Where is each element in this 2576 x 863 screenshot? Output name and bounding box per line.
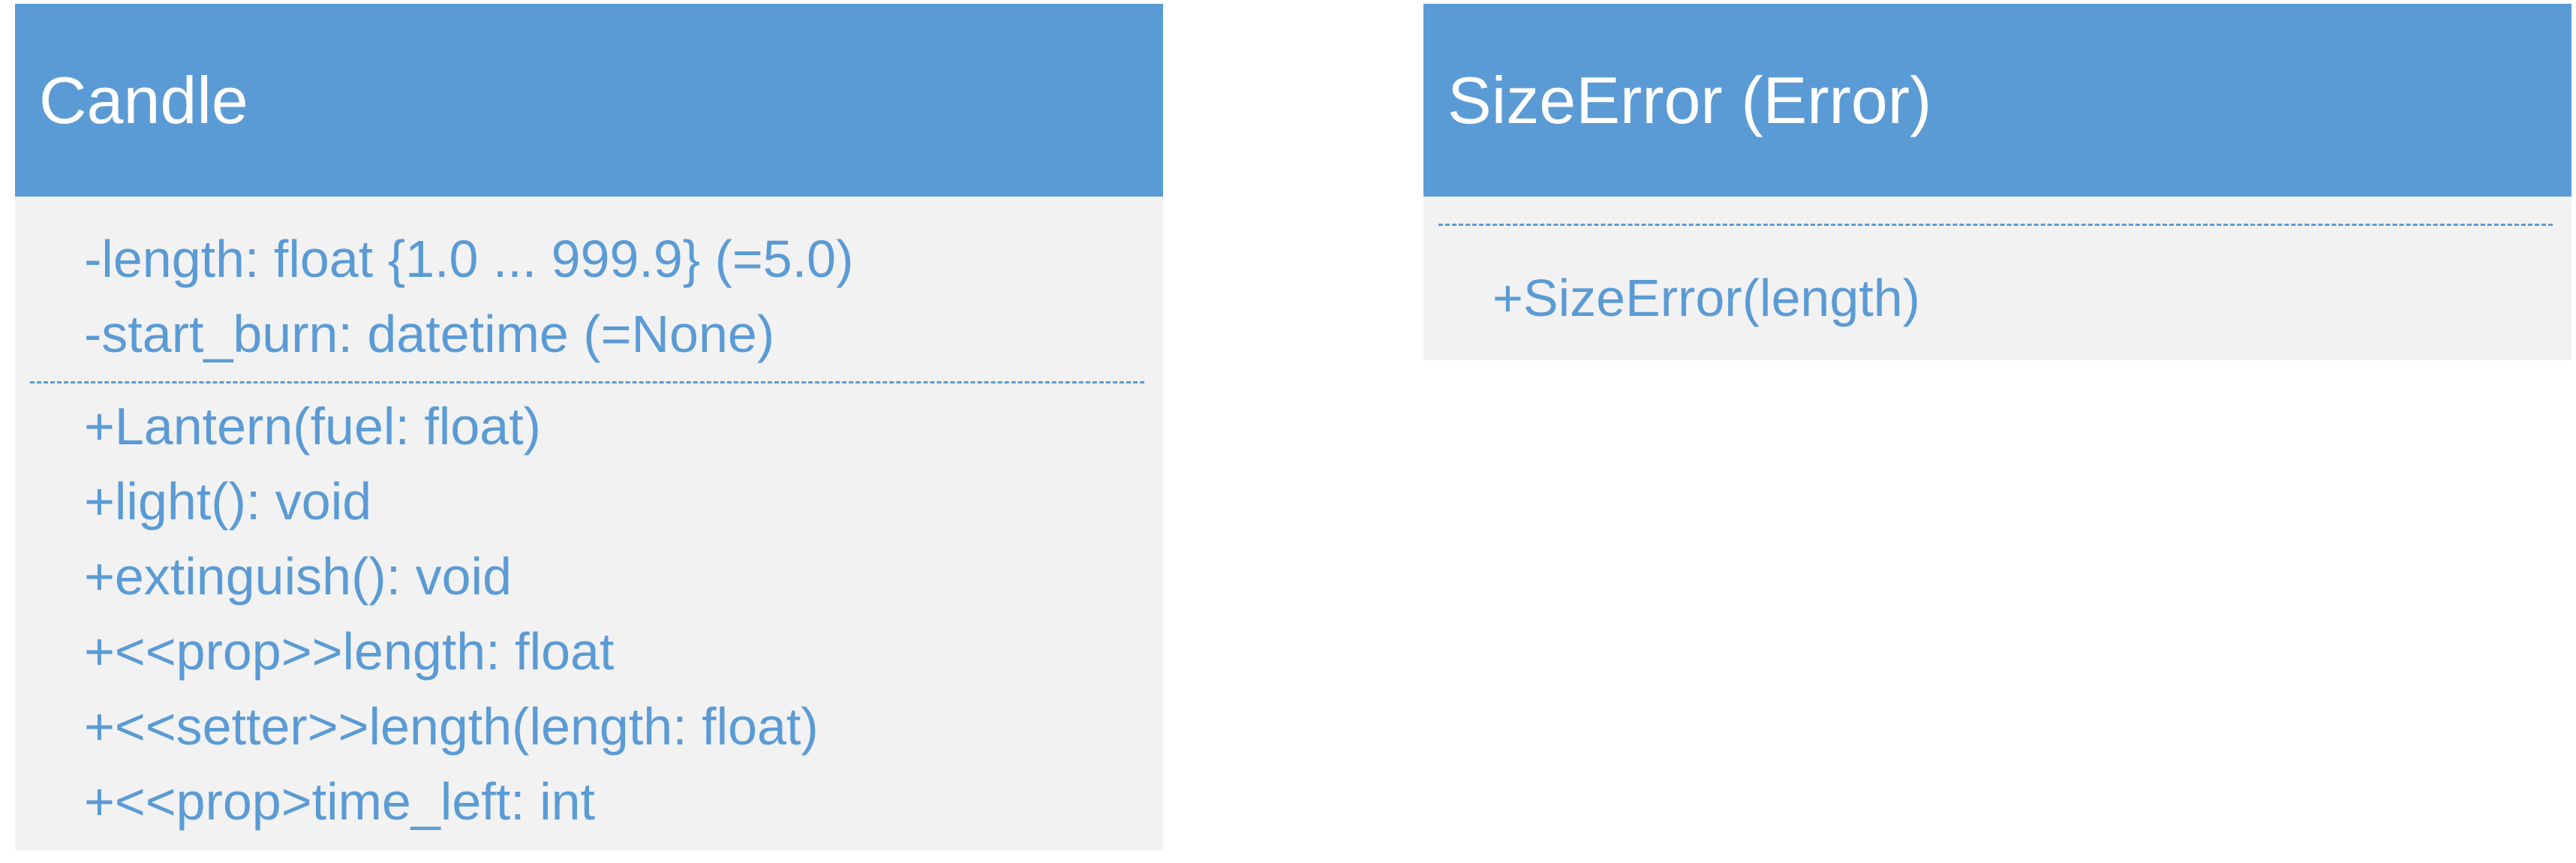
section-divider bbox=[30, 381, 1144, 383]
class-name-size-error: SizeError (Error) bbox=[1423, 4, 2571, 197]
operation-setter-length: +<<setter>>length(length: float) bbox=[84, 697, 819, 756]
operation-lantern: +Lantern(fuel: float) bbox=[84, 397, 541, 456]
operation-light: +light(): void bbox=[84, 472, 372, 531]
operation-prop-length: +<<prop>>length: float bbox=[84, 622, 615, 681]
operations-section-candle: +Lantern(fuel: float) +light(): void +ex… bbox=[15, 389, 1163, 839]
class-box-size-error: SizeError (Error) +SizeError(length) bbox=[1423, 4, 2571, 360]
attribute-start-burn: -start_burn: datetime (=None) bbox=[84, 305, 775, 363]
class-box-candle: Candle -length: float {1.0 ... 999.9} (=… bbox=[15, 4, 1163, 850]
attribute-length: -length: float {1.0 ... 999.9} (=5.0) bbox=[84, 230, 854, 288]
class-name-candle: Candle bbox=[15, 4, 1163, 197]
operation-extinguish: +extinguish(): void bbox=[84, 547, 512, 606]
operation-size-error: +SizeError(length) bbox=[1492, 269, 1920, 327]
section-divider bbox=[1438, 224, 2553, 226]
operation-prop-time-left: +<<prop>time_left: int bbox=[84, 772, 595, 831]
attributes-section-candle: -length: float {1.0 ... 999.9} (=5.0) -s… bbox=[15, 197, 1163, 371]
operations-section-size-error: +SizeError(length) bbox=[1423, 260, 2571, 335]
